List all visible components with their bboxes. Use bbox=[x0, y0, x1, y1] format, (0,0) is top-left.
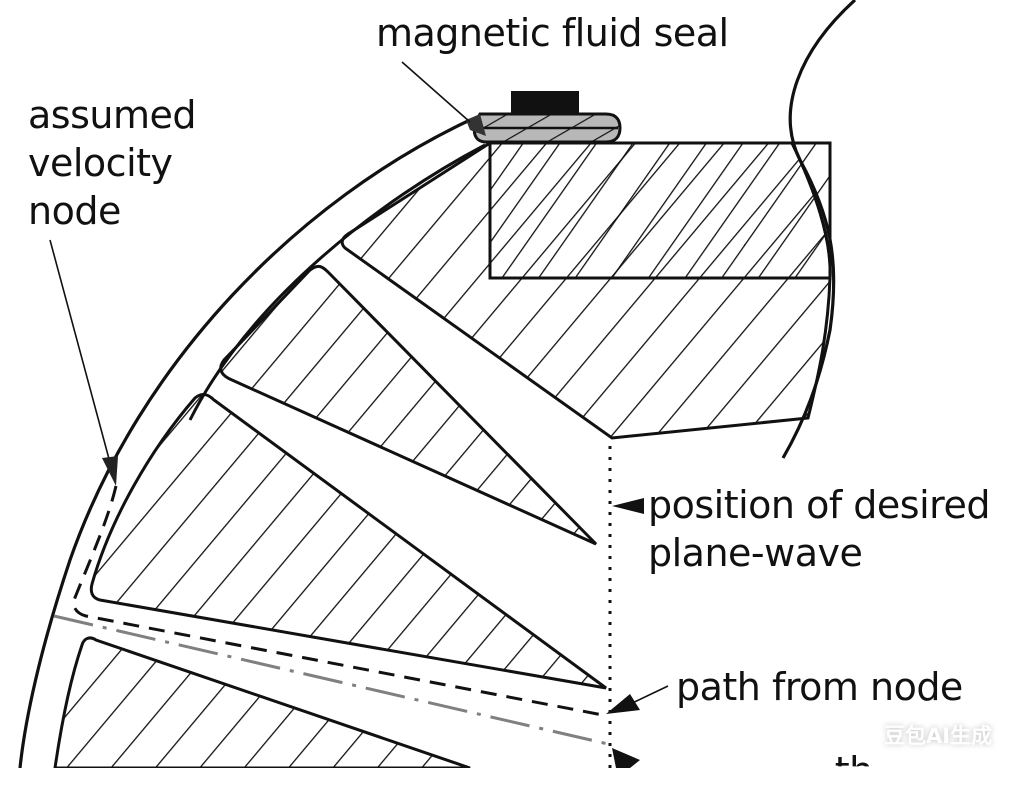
node-path-dashed bbox=[72, 485, 609, 718]
bottom-arrowhead bbox=[612, 748, 640, 768]
label-path-from-node: path from node bbox=[676, 665, 963, 709]
seal-leader-line bbox=[401, 61, 471, 123]
horn-axis-line bbox=[53, 614, 609, 746]
phase-plug-block bbox=[488, 141, 832, 280]
label-assumed: assumed bbox=[28, 93, 196, 137]
watermark: 豆包AI生成 bbox=[884, 724, 993, 748]
path-arrowhead bbox=[606, 694, 640, 714]
label-bottom-partial: ...th bbox=[800, 749, 873, 793]
label-plane-wave: plane-wave bbox=[648, 531, 863, 575]
label-position-of-desired: position of desired bbox=[648, 483, 990, 527]
node-leader-line bbox=[49, 239, 113, 471]
node-arrowhead bbox=[102, 456, 118, 486]
acoustic-horn-cross-section bbox=[18, 0, 857, 768]
label-magnetic-fluid-seal: magnetic fluid seal bbox=[376, 11, 729, 55]
wedge-section-1 bbox=[219, 264, 598, 546]
wedge-section-3 bbox=[53, 636, 471, 768]
label-node: node bbox=[28, 189, 121, 233]
seal-tip bbox=[466, 114, 486, 136]
seal-magnet bbox=[511, 91, 579, 115]
horn-inner-wall bbox=[188, 143, 486, 421]
wedge-section-2 bbox=[89, 392, 607, 690]
plane-wave-arrowhead bbox=[612, 498, 644, 514]
label-velocity: velocity bbox=[28, 141, 173, 185]
